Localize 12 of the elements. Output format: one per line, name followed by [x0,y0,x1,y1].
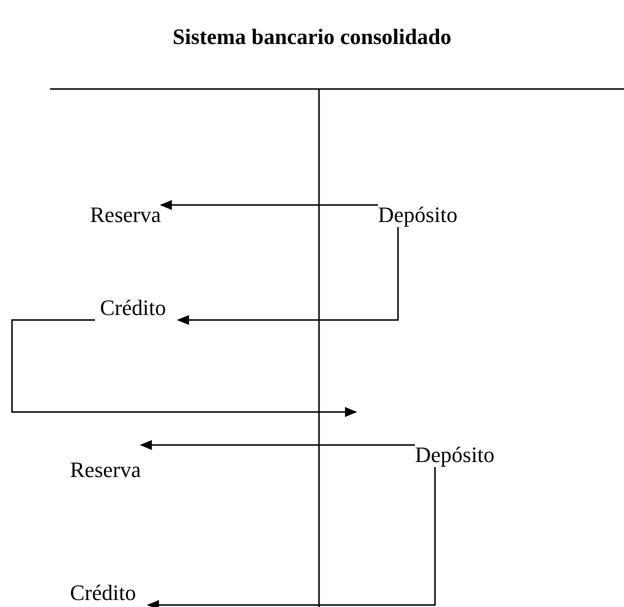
account-entry: Depósito [415,443,494,467]
arrow [147,467,436,607]
arrow [140,440,415,450]
account-entry: Reserva [70,458,141,482]
arrow [11,319,357,417]
account-entry: Crédito [70,581,136,605]
account-entry: Crédito [100,296,166,320]
arrow [177,227,399,325]
account-entry: Depósito [378,203,458,227]
arrow [160,200,378,210]
account-entry: Reserva [90,203,161,227]
title: Sistema bancario consolidado [172,24,452,50]
